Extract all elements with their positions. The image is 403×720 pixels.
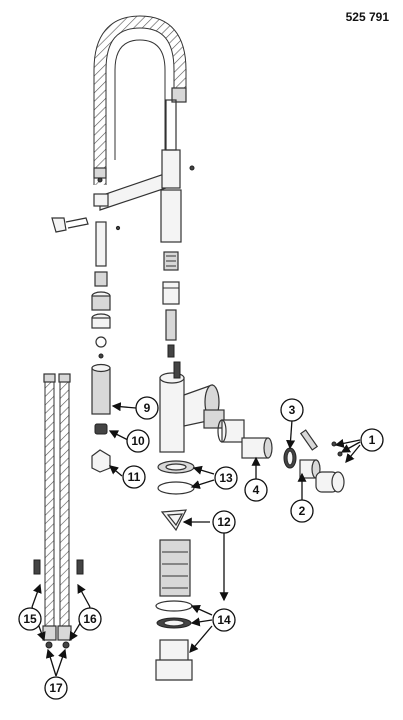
callout-11-label: 11 [128, 470, 141, 484]
faucet-body [159, 361, 220, 453]
callout-1-label: 1 [369, 433, 376, 447]
supply-hoses [33, 373, 84, 649]
lower-parts [155, 460, 195, 681]
callout-13-label: 13 [219, 471, 233, 485]
callout-14-label: 14 [217, 613, 231, 627]
callout-4: 4 [244, 478, 268, 502]
callout-9-label: 9 [144, 401, 151, 415]
callout-3-label: 3 [289, 403, 296, 417]
callout-10: 10 [126, 429, 150, 453]
callout-16-label: 16 [83, 612, 97, 626]
callout-16: 16 [78, 607, 102, 631]
callout-13: 13 [214, 466, 238, 490]
callout-9: 9 [135, 396, 159, 420]
callout-2-label: 2 [299, 504, 306, 518]
callout-12-label: 12 [217, 515, 231, 529]
hose-ferrule [93, 167, 107, 179]
callout-14: 14 [212, 608, 236, 632]
callout-1: 1 [360, 428, 384, 452]
left-parts-stack [91, 221, 111, 473]
callout-11: 11 [122, 465, 146, 489]
hose-clip [51, 217, 121, 233]
callout-10-label: 10 [131, 434, 145, 448]
callout-2: 2 [290, 499, 314, 523]
braided-hose [93, 15, 187, 185]
hose-fitting-top [171, 87, 187, 103]
callout-4-label: 4 [253, 483, 260, 497]
callout-3: 3 [280, 398, 304, 422]
callout-15-label: 15 [23, 612, 37, 626]
callout-15: 15 [18, 607, 42, 631]
spray-holder-column [160, 189, 182, 358]
spout-arm [93, 99, 195, 211]
part-number: 525 791 [345, 10, 389, 24]
callout-17: 17 [44, 676, 68, 700]
callout-17-label: 17 [49, 681, 63, 695]
callout-12: 12 [212, 510, 236, 534]
